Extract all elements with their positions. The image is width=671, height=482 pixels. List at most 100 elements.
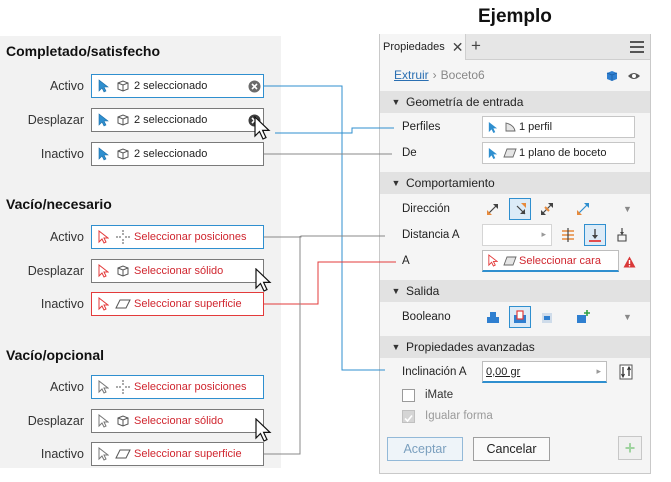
close-icon[interactable]: ✕ xyxy=(451,38,464,55)
connector-hover-to-profiles xyxy=(275,127,394,134)
selection-field-optional-hover[interactable]: Seleccionar sólido xyxy=(91,409,264,433)
to-label: A xyxy=(402,255,410,267)
point-icon xyxy=(112,379,134,395)
direction-symmetric-button[interactable] xyxy=(536,198,558,220)
distance-label: Distancia A xyxy=(402,229,460,241)
selection-field-required-active[interactable]: Seleccionar posiciones xyxy=(91,225,264,249)
imate-checkbox[interactable] xyxy=(402,389,415,402)
tab-properties[interactable]: Propiedades ✕ xyxy=(380,34,466,60)
taper-label: Inclinación A xyxy=(402,366,467,378)
breadcrumb-link-extrude[interactable]: Extruir xyxy=(394,68,429,82)
warning-icon xyxy=(623,255,636,273)
from-field[interactable]: 1 plano de boceto xyxy=(482,142,635,164)
plane-icon xyxy=(112,446,134,462)
group-title: Comportamiento xyxy=(406,176,495,190)
direction-default-button[interactable] xyxy=(482,198,504,220)
chevron-down-icon[interactable]: ▼ xyxy=(623,312,632,322)
group-input-geometry[interactable]: ▼ Geometría de entrada xyxy=(380,91,650,113)
tab-label: Propiedades xyxy=(383,41,445,53)
extent-through-all-button[interactable] xyxy=(611,224,633,246)
selection-field-optional-inactive[interactable]: Seleccionar superficie xyxy=(91,442,264,466)
to-value: Seleccionar cara xyxy=(519,254,601,267)
state-label-hover: Desplazar xyxy=(27,113,84,127)
selection-text: 2 seleccionado xyxy=(134,80,208,92)
state-label-inactive: Inactivo xyxy=(40,297,84,311)
selection-field-completed-inactive[interactable]: 2 seleccionado xyxy=(91,142,264,166)
state-label-hover: Desplazar xyxy=(27,414,84,428)
blue-cursor-icon xyxy=(94,113,112,127)
selection-field-required-hover[interactable]: Seleccionar sólido xyxy=(91,259,264,283)
selection-field-optional-active[interactable]: Seleccionar posiciones xyxy=(91,375,264,399)
gray-cursor-icon xyxy=(94,380,112,394)
cancel-button[interactable]: Cancelar xyxy=(473,437,550,461)
taper-flip-button[interactable] xyxy=(615,361,637,383)
boolean-cut-button[interactable] xyxy=(509,306,531,328)
match-shape-checkbox[interactable] xyxy=(402,410,415,423)
to-field[interactable]: Seleccionar cara xyxy=(482,250,619,272)
state-label-active: Activo xyxy=(49,230,84,244)
selection-text: Seleccionar sólido xyxy=(134,265,224,277)
collapse-triangle-icon: ▼ xyxy=(391,342,401,352)
taper-input[interactable]: 0,00 gr ▸ xyxy=(482,361,607,383)
group-advanced-properties[interactable]: ▼ Propiedades avanzadas xyxy=(380,336,650,358)
apply-add-icon[interactable]: + xyxy=(618,436,642,460)
boolean-intersect-button[interactable] xyxy=(536,306,558,328)
profiles-field[interactable]: 1 perfil xyxy=(482,116,635,138)
menu-icon[interactable] xyxy=(630,41,644,56)
blue-cursor-icon xyxy=(483,147,501,160)
state-label-inactive: Inactivo xyxy=(40,447,84,461)
profiles-label: Perfiles xyxy=(402,121,441,133)
tab-bar: Propiedades ✕ + xyxy=(380,34,650,60)
direction-label: Dirección xyxy=(402,203,450,215)
collapse-triangle-icon: ▼ xyxy=(391,178,401,188)
point-icon xyxy=(112,229,134,245)
gray-cursor-icon xyxy=(94,447,112,461)
cube-icon xyxy=(112,263,134,279)
clear-selection-icon[interactable] xyxy=(245,80,263,93)
red-cursor-icon xyxy=(94,230,112,244)
cube-icon xyxy=(112,146,134,162)
cube-icon xyxy=(112,112,134,128)
direction-flipped-button[interactable] xyxy=(509,198,531,220)
group-title: Propiedades avanzadas xyxy=(406,340,535,354)
chevron-right-icon: › xyxy=(432,68,437,82)
plane-icon xyxy=(501,256,519,266)
breadcrumb: Extruir › Boceto6 xyxy=(380,61,650,89)
selection-text: Seleccionar sólido xyxy=(134,415,224,427)
selection-field-completed-active[interactable]: 2 seleccionado xyxy=(91,74,264,98)
cube-icon xyxy=(112,413,134,429)
profiles-value: 1 perfil xyxy=(519,121,553,133)
group-output[interactable]: ▼ Salida xyxy=(380,280,650,302)
selection-field-completed-hover[interactable]: 2 seleccionado xyxy=(91,108,264,132)
plane-icon xyxy=(501,148,519,158)
add-tab-icon[interactable]: + xyxy=(471,36,481,55)
chevron-right-icon[interactable]: ▸ xyxy=(596,366,601,376)
chevron-down-icon[interactable]: ▼ xyxy=(623,204,632,214)
red-cursor-icon xyxy=(94,264,112,278)
state-label-active: Activo xyxy=(49,79,84,93)
taper-value: 0,00 gr xyxy=(486,365,521,378)
from-label: De xyxy=(402,147,417,159)
cube-icon xyxy=(112,78,134,94)
imate-label: iMate xyxy=(425,389,454,401)
example-heading: Ejemplo xyxy=(478,6,552,27)
selection-field-required-inactive[interactable]: Seleccionar superficie xyxy=(91,292,264,316)
solid-cube-icon[interactable] xyxy=(605,69,619,86)
boolean-new-solid-button[interactable] xyxy=(572,306,594,328)
extent-distance-button[interactable] xyxy=(557,224,579,246)
chevron-right-icon[interactable]: ▸ xyxy=(541,229,546,239)
eye-icon[interactable] xyxy=(627,70,641,84)
properties-panel: Propiedades ✕ + Extruir › Boceto6 ▼ Geom… xyxy=(379,34,651,474)
section-title-optional: Vacío/opcional xyxy=(6,347,105,363)
group-behavior[interactable]: ▼ Comportamiento xyxy=(380,172,650,194)
connector-required-active-to-distance xyxy=(264,235,385,238)
ok-button[interactable]: Aceptar xyxy=(387,437,463,461)
breadcrumb-current: Boceto6 xyxy=(440,68,485,82)
boolean-join-button[interactable] xyxy=(482,306,504,328)
selection-text: 2 seleccionado xyxy=(134,148,208,160)
extent-to-button[interactable] xyxy=(584,224,606,246)
direction-asymmetric-button[interactable] xyxy=(572,198,594,220)
from-value: 1 plano de boceto xyxy=(519,147,607,159)
gray-cursor-icon xyxy=(94,414,112,428)
distance-input[interactable]: ▸ xyxy=(482,224,552,246)
